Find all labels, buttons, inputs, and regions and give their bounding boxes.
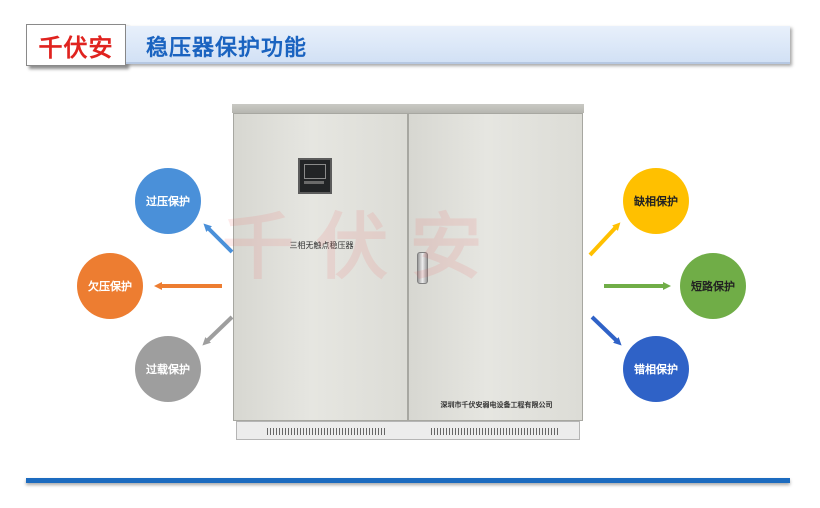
- vent-grille-icon: [267, 428, 387, 435]
- function-label: 过压保护: [146, 195, 190, 208]
- function-overvoltage: 过压保护: [135, 168, 201, 234]
- cabinet-door-left: 三相无触点稳压器: [233, 113, 408, 421]
- function-phase-error: 错相保护: [623, 336, 689, 402]
- function-label: 错相保护: [634, 363, 678, 376]
- arrow-to-phase-error: [590, 315, 622, 346]
- display-panel-icon: [298, 158, 332, 194]
- cabinet-door-right: 深圳市千伏安弱电设备工程有限公司: [408, 113, 583, 421]
- brand-logo: 千伏安: [26, 24, 126, 66]
- vent-grille-icon: [431, 428, 559, 435]
- function-short-circuit: 短路保护: [680, 253, 746, 319]
- cabinet-base: [236, 421, 580, 440]
- function-label: 过载保护: [146, 363, 190, 376]
- function-overload: 过载保护: [135, 336, 201, 402]
- arrow-to-overvoltage: [203, 223, 234, 254]
- model-label: 三相无触点稳压器: [289, 241, 354, 250]
- arrow-to-overload: [202, 315, 234, 346]
- company-label: 深圳市千伏安弱电设备工程有限公司: [440, 401, 553, 409]
- function-label: 欠压保护: [88, 280, 132, 293]
- cabinet-top: [232, 104, 584, 113]
- title-bar: 稳压器保护功能: [126, 26, 790, 64]
- door-handle-icon: [417, 252, 428, 284]
- page-title: 稳压器保护功能: [146, 36, 308, 61]
- function-phase-loss: 缺相保护: [623, 168, 689, 234]
- function-label: 缺相保护: [634, 195, 678, 208]
- stabilizer-cabinet: 三相无触点稳压器 深圳市千伏安弱电设备工程有限公司: [232, 104, 584, 440]
- brand-logo-text: 千伏安: [38, 33, 114, 62]
- arrow-to-phase-loss: [588, 222, 621, 257]
- watermark: 千伏安: [222, 205, 505, 289]
- function-undervoltage: 欠压保护: [77, 253, 143, 319]
- function-label: 短路保护: [691, 280, 735, 293]
- bottom-divider: [26, 478, 790, 483]
